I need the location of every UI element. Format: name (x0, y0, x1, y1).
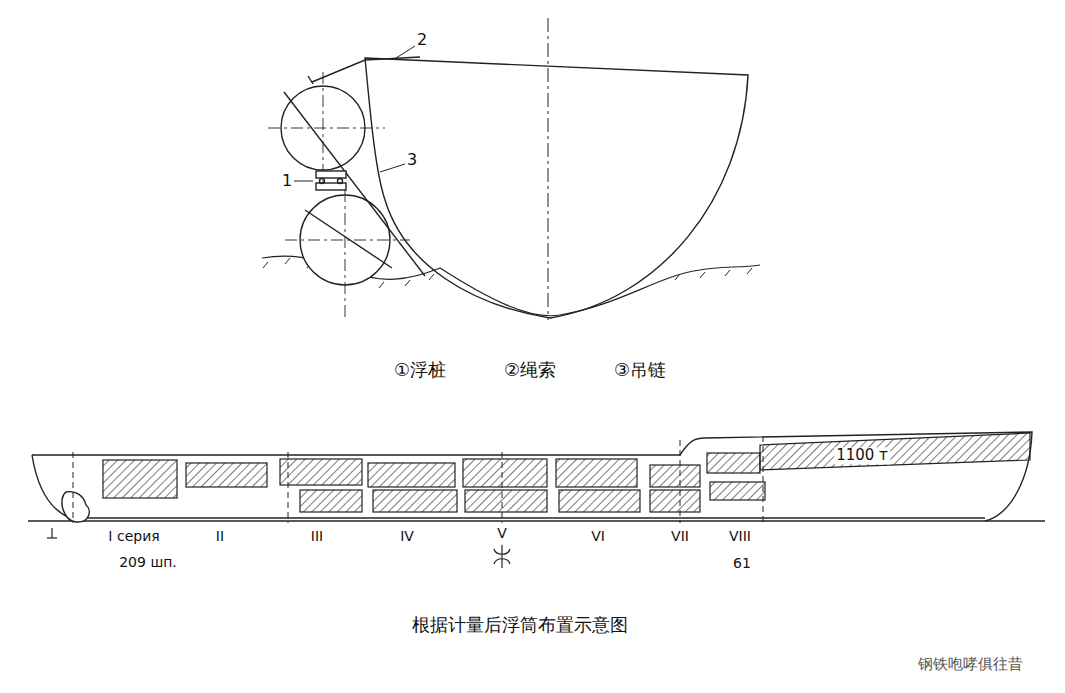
legend-item: ③吊链 (614, 360, 666, 381)
callout-number: 3 (407, 151, 417, 169)
section-label: VI (591, 528, 605, 544)
section-label: I серия (108, 528, 159, 544)
section-label: IV (400, 528, 414, 544)
legend-item: ②绳索 (504, 360, 556, 381)
callout-number: 2 (417, 31, 427, 49)
callout-number: 1 (282, 172, 292, 190)
section-label: VII (671, 528, 689, 544)
legend-item: ①浮桩 (394, 360, 446, 381)
frame-label: 61 (733, 555, 751, 571)
ship-profile (28, 432, 1045, 568)
section-label: III (311, 528, 323, 544)
frame-label: 209 шп. (119, 554, 177, 570)
section-label: VIII (729, 528, 751, 544)
weight-label: 1100 т (834, 447, 890, 464)
figure-caption: 根据计量后浮筒布置示意图 (412, 615, 628, 636)
watermark: 钢铁咆哮俱往昔 (918, 656, 1023, 673)
cross-section (262, 18, 760, 320)
section-label: II (216, 528, 224, 544)
section-label: V (497, 525, 507, 541)
